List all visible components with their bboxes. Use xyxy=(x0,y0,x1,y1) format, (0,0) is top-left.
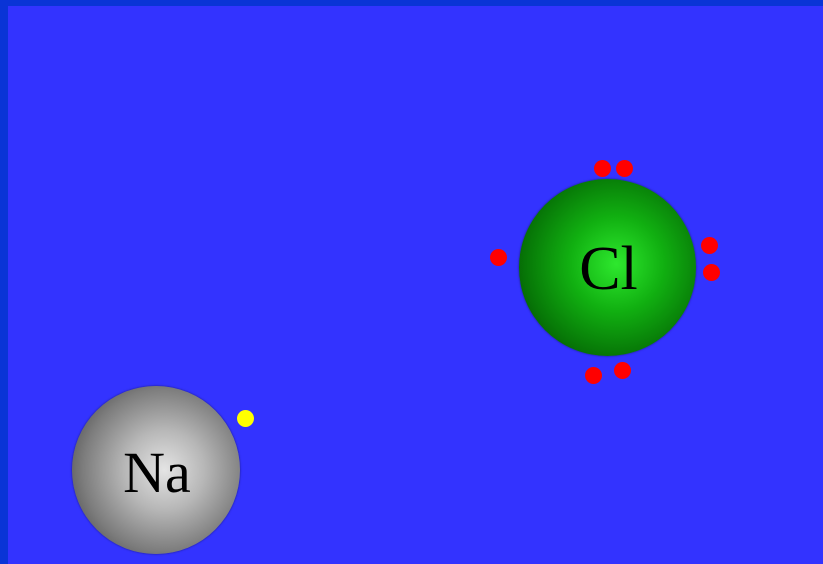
sodium-symbol: Na xyxy=(123,440,191,505)
chlorine-electron xyxy=(701,237,718,254)
chlorine-atom: Cl xyxy=(519,179,696,356)
chlorine-electron xyxy=(585,367,602,384)
chlorine-electron xyxy=(616,160,633,177)
sodium-atom: Na xyxy=(72,386,240,554)
chlorine-electron xyxy=(490,249,507,266)
chlorine-electron xyxy=(594,160,611,177)
chlorine-electron xyxy=(703,264,720,281)
chlorine-symbol: Cl xyxy=(579,234,638,303)
sodium-valence-electron xyxy=(237,410,254,427)
chlorine-electron xyxy=(614,362,631,379)
